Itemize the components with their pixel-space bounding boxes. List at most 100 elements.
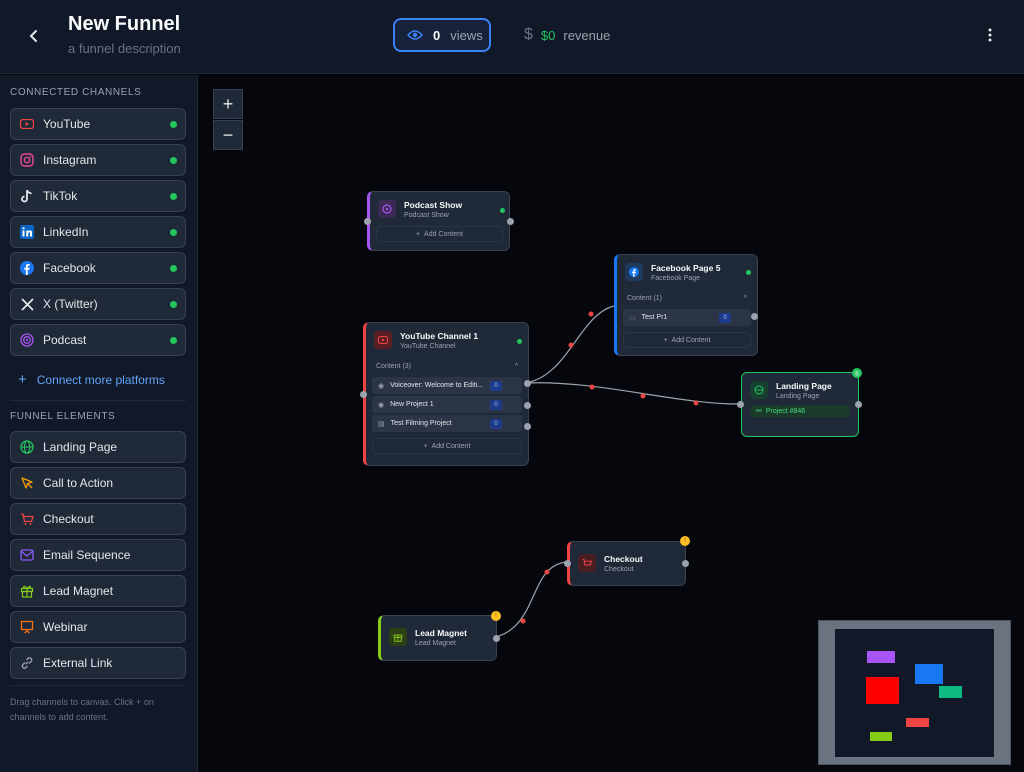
input-port[interactable] — [360, 391, 367, 398]
channel-youtube[interactable]: YouTube — [10, 108, 186, 140]
lead-magnet-node[interactable]: Lead Magnet Lead Magnet ! — [378, 611, 501, 661]
channel-label: TikTok — [43, 189, 78, 203]
zoom-in-button[interactable]: + — [213, 89, 243, 119]
node-header: YouTube Channel 1 YouTube Channel — [366, 323, 528, 357]
content-item-count: 0 — [490, 399, 502, 410]
node-subtitle: Podcast Show — [404, 211, 449, 219]
funnel-title[interactable]: New Funnel — [68, 13, 181, 35]
element-email-sequence[interactable]: Email Sequence — [10, 539, 186, 571]
presentation-icon — [19, 619, 35, 635]
gift-icon — [389, 628, 407, 646]
add-content-button[interactable]: + Add Content — [376, 226, 503, 242]
content-item[interactable]: ▭ Test Pr1 0 — [623, 309, 751, 326]
link-icon: ⚯ — [756, 408, 762, 415]
dollar-icon: $ — [524, 26, 533, 43]
podcast-node[interactable]: Podcast Show Podcast Show + Add Content — [364, 191, 514, 251]
back-button[interactable] — [22, 24, 46, 48]
input-port[interactable] — [737, 401, 744, 408]
content-item-count: 0 — [490, 418, 502, 429]
status-dot — [170, 193, 177, 200]
channel-instagram[interactable]: Instagram — [10, 144, 186, 176]
content-item[interactable]: ◉ Voiceover: Welcome to Editi... 0 — [372, 377, 522, 394]
node-title: YouTube Channel 1 — [400, 330, 479, 341]
zoom-out-button[interactable]: − — [213, 120, 243, 150]
add-content-button[interactable]: + Add Content — [623, 332, 751, 348]
add-content-label: Add Content — [671, 336, 711, 344]
globe-badge-icon: ◎ — [852, 368, 862, 378]
channel-podcast[interactable]: Podcast — [10, 324, 186, 356]
add-content-label: Add Content — [431, 442, 471, 450]
cart-icon — [19, 511, 35, 527]
content-item-label: Test Pr1 — [641, 314, 668, 321]
more-menu-button[interactable] — [980, 25, 1000, 45]
output-port[interactable] — [751, 313, 758, 320]
minimap[interactable] — [818, 620, 1011, 765]
content-item-label: Test Filming Project — [390, 420, 452, 427]
funnel-elements-title: FUNNEL ELEMENTS — [10, 411, 116, 422]
content-item-count: 0 — [490, 380, 502, 391]
facebook-icon — [19, 260, 35, 276]
output-port[interactable] — [524, 423, 531, 430]
instagram-icon — [19, 152, 35, 168]
element-external-link[interactable]: External Link — [10, 647, 186, 679]
content-item-label: New Project 1 — [390, 401, 434, 408]
play-circle-icon: ◉ — [378, 401, 385, 409]
checkout-node[interactable]: Checkout Checkout ! — [564, 536, 690, 586]
element-webinar[interactable]: Webinar — [10, 611, 186, 643]
chevron-up-icon: ^ — [743, 294, 747, 302]
content-item[interactable]: ▤ Test Filming Project 0 — [372, 415, 522, 432]
youtube-channel-node[interactable]: YouTube Channel 1 YouTube Channel Conten… — [360, 322, 531, 466]
more-vertical-icon — [988, 28, 992, 42]
input-port[interactable] — [364, 218, 371, 225]
views-label: views — [450, 27, 483, 43]
output-port[interactable] — [524, 380, 531, 387]
connect-more-platforms-link[interactable]: + Connect more platforms — [18, 371, 165, 388]
element-label: Landing Page — [43, 440, 118, 454]
podcast-icon — [378, 200, 396, 218]
sidebar: CONNECTED CHANNELS YouTube Instagram Tik… — [0, 75, 198, 772]
landing-page-node[interactable]: Landing Page Landing Page ⚯ Project #846… — [737, 368, 862, 437]
eye-icon — [407, 30, 423, 40]
status-dot — [170, 301, 177, 308]
element-call-to-action[interactable]: Call to Action — [10, 467, 186, 499]
content-item[interactable]: ◉ New Project 1 0 — [372, 396, 522, 413]
chevron-left-icon — [29, 30, 37, 42]
channel-linkedin[interactable]: LinkedIn — [10, 216, 186, 248]
gift-icon — [19, 583, 35, 599]
podcast-icon — [19, 332, 35, 348]
project-label: Project #846 — [765, 407, 806, 415]
node-header: Lead Magnet Lead Magnet — [381, 616, 496, 658]
output-port[interactable] — [682, 560, 689, 567]
element-label: Call to Action — [43, 476, 114, 490]
content-toggle[interactable]: Content (3)^ — [366, 357, 528, 375]
content-item-label: Voiceover: Welcome to Editi... — [390, 382, 483, 389]
content-toggle[interactable]: Content (1)^ — [617, 289, 757, 307]
funnel-description[interactable]: a funnel description — [68, 41, 181, 56]
output-port[interactable] — [855, 401, 862, 408]
output-port[interactable] — [507, 218, 514, 225]
facebook-page-node[interactable]: Facebook Page 5 Facebook Page Content (1… — [614, 254, 758, 356]
funnel-canvas[interactable]: + − Podcast Show Podcast Show + Add Cont… — [199, 75, 1024, 772]
input-port[interactable] — [564, 560, 571, 567]
views-stat[interactable]: 0 views — [393, 18, 491, 52]
video-icon: ▭ — [629, 314, 636, 322]
element-landing-page[interactable]: Landing Page — [10, 431, 186, 463]
plus-icon: + — [18, 371, 27, 388]
element-lead-magnet[interactable]: Lead Magnet — [10, 575, 186, 607]
output-port[interactable] — [524, 402, 531, 409]
element-label: Lead Magnet — [43, 584, 114, 598]
output-port[interactable] — [493, 635, 500, 642]
channel-facebook[interactable]: Facebook — [10, 252, 186, 284]
element-checkout[interactable]: Checkout — [10, 503, 186, 535]
add-content-label: Add Content — [424, 230, 463, 238]
channel-tiktok[interactable]: TikTok — [10, 180, 186, 212]
add-content-button[interactable]: + Add Content — [372, 438, 522, 454]
connect-more-label: Connect more platforms — [36, 372, 165, 387]
youtube-icon — [19, 116, 35, 132]
channel-x-twitter[interactable]: X (Twitter) — [10, 288, 186, 320]
status-dot — [170, 157, 177, 164]
minimap-viewport — [835, 629, 994, 757]
element-label: External Link — [43, 656, 113, 670]
status-dot — [500, 208, 505, 213]
project-link[interactable]: ⚯ Project #846 — [750, 405, 850, 417]
